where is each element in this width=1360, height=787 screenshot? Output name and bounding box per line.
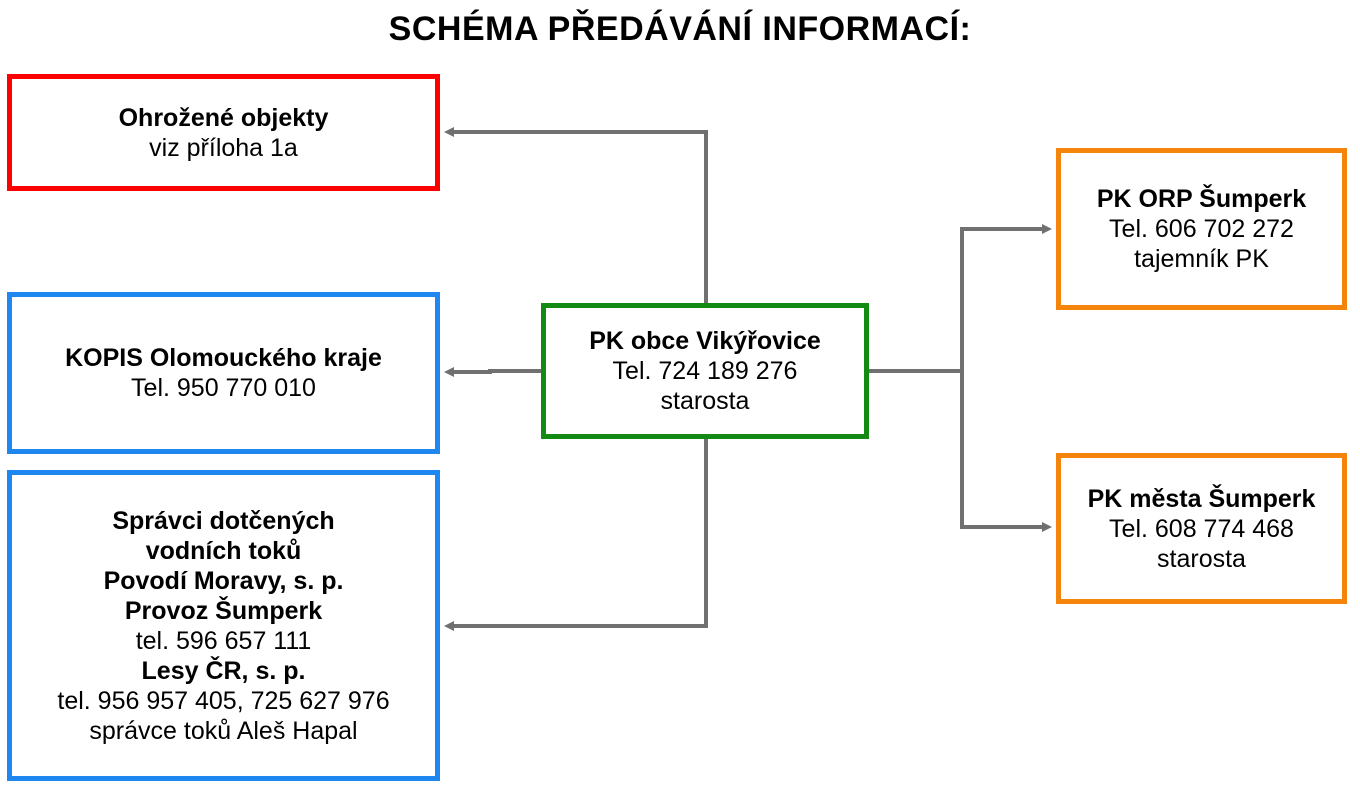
node-pk-obce-vikyrovice: PK obce Vikýřovice Tel. 724 189 276 star… (541, 303, 869, 439)
node-note: viz příloha 1a (149, 133, 298, 162)
arrow-center-to-orp (869, 224, 1052, 373)
node-spravci-toku: Správci dotčených vodních toků Povodí Mo… (7, 470, 440, 781)
node-title: PK obce Vikýřovice (589, 327, 821, 355)
node-pk-mesta-sumperk: PK města Šumperk Tel. 608 774 468 staros… (1056, 453, 1347, 604)
node-org-branch: Provoz Šumperk (124, 596, 323, 625)
node-org-name: Povodí Moravy, s. p. (103, 566, 344, 595)
node-phone: Tel. 950 770 010 (131, 374, 316, 402)
node-phone: tel. 956 957 405, 725 627 976 (57, 686, 390, 715)
arrow-center-to-spravci (444, 439, 708, 631)
node-title-line: vodních toků (145, 536, 302, 565)
node-role: tajemník PK (1134, 245, 1269, 273)
node-title: Ohrožené objekty (118, 103, 329, 132)
node-role: starosta (660, 387, 750, 415)
node-pk-orp-sumperk: PK ORP Šumperk Tel. 606 702 272 tajemník… (1056, 148, 1347, 310)
arrow-center-to-ohrozene (444, 127, 708, 303)
node-phone: tel. 596 657 111 (135, 626, 312, 655)
node-title-line: Správci dotčených (112, 506, 335, 535)
arrow-center-to-kopis (444, 367, 541, 377)
node-kopis: KOPIS Olomouckého kraje Tel. 950 770 010 (7, 292, 440, 454)
node-title: KOPIS Olomouckého kraje (65, 344, 382, 372)
node-contact-person: správce toků Aleš Hapal (89, 716, 358, 745)
node-phone: Tel. 724 189 276 (612, 357, 798, 385)
node-org-name: Lesy ČR, s. p. (141, 656, 306, 685)
node-phone: Tel. 608 774 468 (1109, 514, 1294, 543)
arrow-center-to-mesto (869, 369, 1052, 532)
node-title: PK města Šumperk (1087, 484, 1316, 513)
node-role: starosta (1157, 544, 1246, 573)
diagram-title: SCHÉMA PŘEDÁVÁNÍ INFORMACÍ: (388, 10, 972, 48)
node-title: PK ORP Šumperk (1096, 185, 1307, 213)
node-phone: Tel. 606 702 272 (1109, 215, 1294, 243)
node-ohrozene-objekty: Ohrožené objekty viz příloha 1a (7, 74, 440, 191)
